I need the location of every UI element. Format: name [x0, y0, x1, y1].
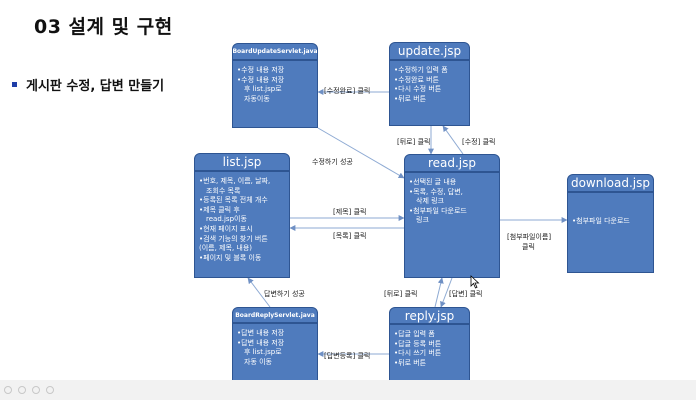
- list-line-6: •현재 페이지 표시: [199, 224, 253, 233]
- edge-label-reply-back: [뒤로] 클릭: [384, 290, 418, 298]
- section-bullet: 게시판 수정, 답변 만들기: [12, 75, 164, 94]
- board-reply-servlet-header: BoardReplyServlet.java: [232, 307, 318, 323]
- edge-label-update-back: [뒤로] 클릭: [397, 138, 431, 146]
- update-line-1: •수정하기 입력 폼: [394, 66, 448, 74]
- page-title: 03 설계 및 구현: [34, 16, 173, 38]
- board-update-line-4: 자동이동: [244, 94, 270, 103]
- list-line-4: •제목 클릭 후: [199, 205, 240, 214]
- download-jsp-body: •첨부파일 다운로드: [567, 192, 654, 273]
- download-jsp-header: download.jsp: [567, 174, 654, 192]
- list-jsp-body: •번호, 제목, 이름, 날짜, 조회수 목록 •등록된 목록 전체 개수 •제…: [194, 171, 290, 278]
- mouse-cursor-icon: [470, 275, 480, 289]
- arrow-board-update-to-read: [317, 127, 405, 179]
- board-reply-servlet-body: •답변 내용 저장 •답변 내용 저장 후 list.jsp로 자동 이동: [232, 323, 318, 385]
- board-reply-line-1: •답변 내용 저장: [237, 329, 285, 337]
- list-line-9: •페이지 및 블록 이동: [199, 253, 262, 262]
- edge-label-update-success: 수정하기 성공: [312, 158, 353, 166]
- read-line-1: •선택된 글 내용: [409, 178, 457, 186]
- reply-jsp-body: •답글 입력 폼 •답글 등록 버튼 •다시 쓰기 버튼 •뒤로 버튼: [389, 324, 470, 385]
- update-line-2: •수정완료 버튼: [394, 75, 439, 84]
- board-reply-line-3: 후 list.jsp로: [244, 348, 282, 357]
- read-line-2: •목록, 수정, 답변,: [409, 187, 463, 196]
- edge-label-title-click: [제목] 클릭: [333, 208, 367, 216]
- read-jsp-body: •선택된 글 내용 •목록, 수정, 답변, 삭제 링크 •첨부파일 다운로드 …: [404, 172, 500, 278]
- nav-pen-icon[interactable]: [18, 386, 26, 394]
- reply-line-3: •다시 쓰기 버튼: [394, 349, 442, 358]
- reply-line-2: •답글 등록 버튼: [394, 339, 442, 348]
- list-line-3: •등록된 목록 전체 개수: [199, 196, 268, 205]
- board-update-line-1: •수정 내용 저장: [237, 66, 285, 74]
- list-line-8: (이름, 제목, 내용): [199, 244, 253, 253]
- arrow-board-reply-to-list: [247, 277, 271, 308]
- list-line-7: •검색 기능의 찾기 버튼: [199, 234, 268, 243]
- edge-label-update-complete: [수정완료] 클릭: [324, 87, 371, 95]
- download-line-1: •첨부파일 다운로드: [572, 217, 630, 225]
- reply-jsp-header: reply.jsp: [389, 307, 470, 324]
- nav-menu-icon[interactable]: [46, 386, 54, 394]
- board-update-servlet-header: BoardUpdateServlet.java: [232, 43, 318, 60]
- board-reply-line-4: 자동 이동: [244, 357, 272, 366]
- list-line-5: read.jsp이동: [206, 215, 247, 224]
- update-jsp-body: •수정하기 입력 폼 •수정완료 버튼 •다시 수정 버튼 •뒤로 버튼: [389, 60, 470, 126]
- board-update-line-3: 후 list.jsp로: [244, 85, 282, 94]
- nav-zoom-icon[interactable]: [32, 386, 40, 394]
- edge-label-reply-register: [답변등록] 클릭: [324, 352, 371, 360]
- board-update-line-2: •수정 내용 저장: [237, 75, 285, 84]
- read-line-3: 삭제 링크: [416, 197, 444, 206]
- update-line-4: •뒤로 버튼: [394, 94, 427, 103]
- arrow-reply-to-read: [434, 277, 444, 308]
- slide-nav-bar: [0, 380, 696, 400]
- list-jsp-header: list.jsp: [194, 153, 290, 171]
- edge-label-reply-click: [답변] 클릭: [449, 290, 483, 298]
- update-jsp-header: update.jsp: [389, 42, 470, 60]
- read-jsp-header: read.jsp: [404, 154, 500, 172]
- list-line-1: •번호, 제목, 이름, 날짜,: [199, 177, 271, 185]
- update-line-3: •다시 수정 버튼: [394, 85, 442, 94]
- edge-label-attachment: [첨부파일이름]: [507, 233, 552, 241]
- bullet-square-icon: [12, 82, 17, 87]
- read-line-4: •첨부파일 다운로드: [409, 206, 467, 215]
- edge-label-attachment-click: 클릭: [522, 243, 535, 251]
- section-bullet-text: 게시판 수정, 답변 만들기: [26, 79, 165, 94]
- arrow-read-to-reply: [440, 277, 453, 308]
- edge-label-read-edit: [수정] 클릭: [462, 138, 496, 146]
- nav-prev-icon[interactable]: [4, 386, 12, 394]
- edge-label-reply-success: 답변하기 성공: [264, 290, 305, 298]
- reply-line-4: •뒤로 버튼: [394, 358, 427, 367]
- edge-label-list-click: [목록] 클릭: [333, 232, 367, 240]
- board-update-servlet-body: •수정 내용 저장 •수정 내용 저장 후 list.jsp로 자동이동: [232, 60, 318, 128]
- list-line-2: 조회수 목록: [206, 186, 241, 195]
- reply-line-1: •답글 입력 폼: [394, 330, 435, 338]
- arrow-read-to-update: [442, 125, 464, 155]
- read-line-5: 링크: [416, 216, 429, 225]
- board-reply-line-2: •답변 내용 저장: [237, 338, 285, 347]
